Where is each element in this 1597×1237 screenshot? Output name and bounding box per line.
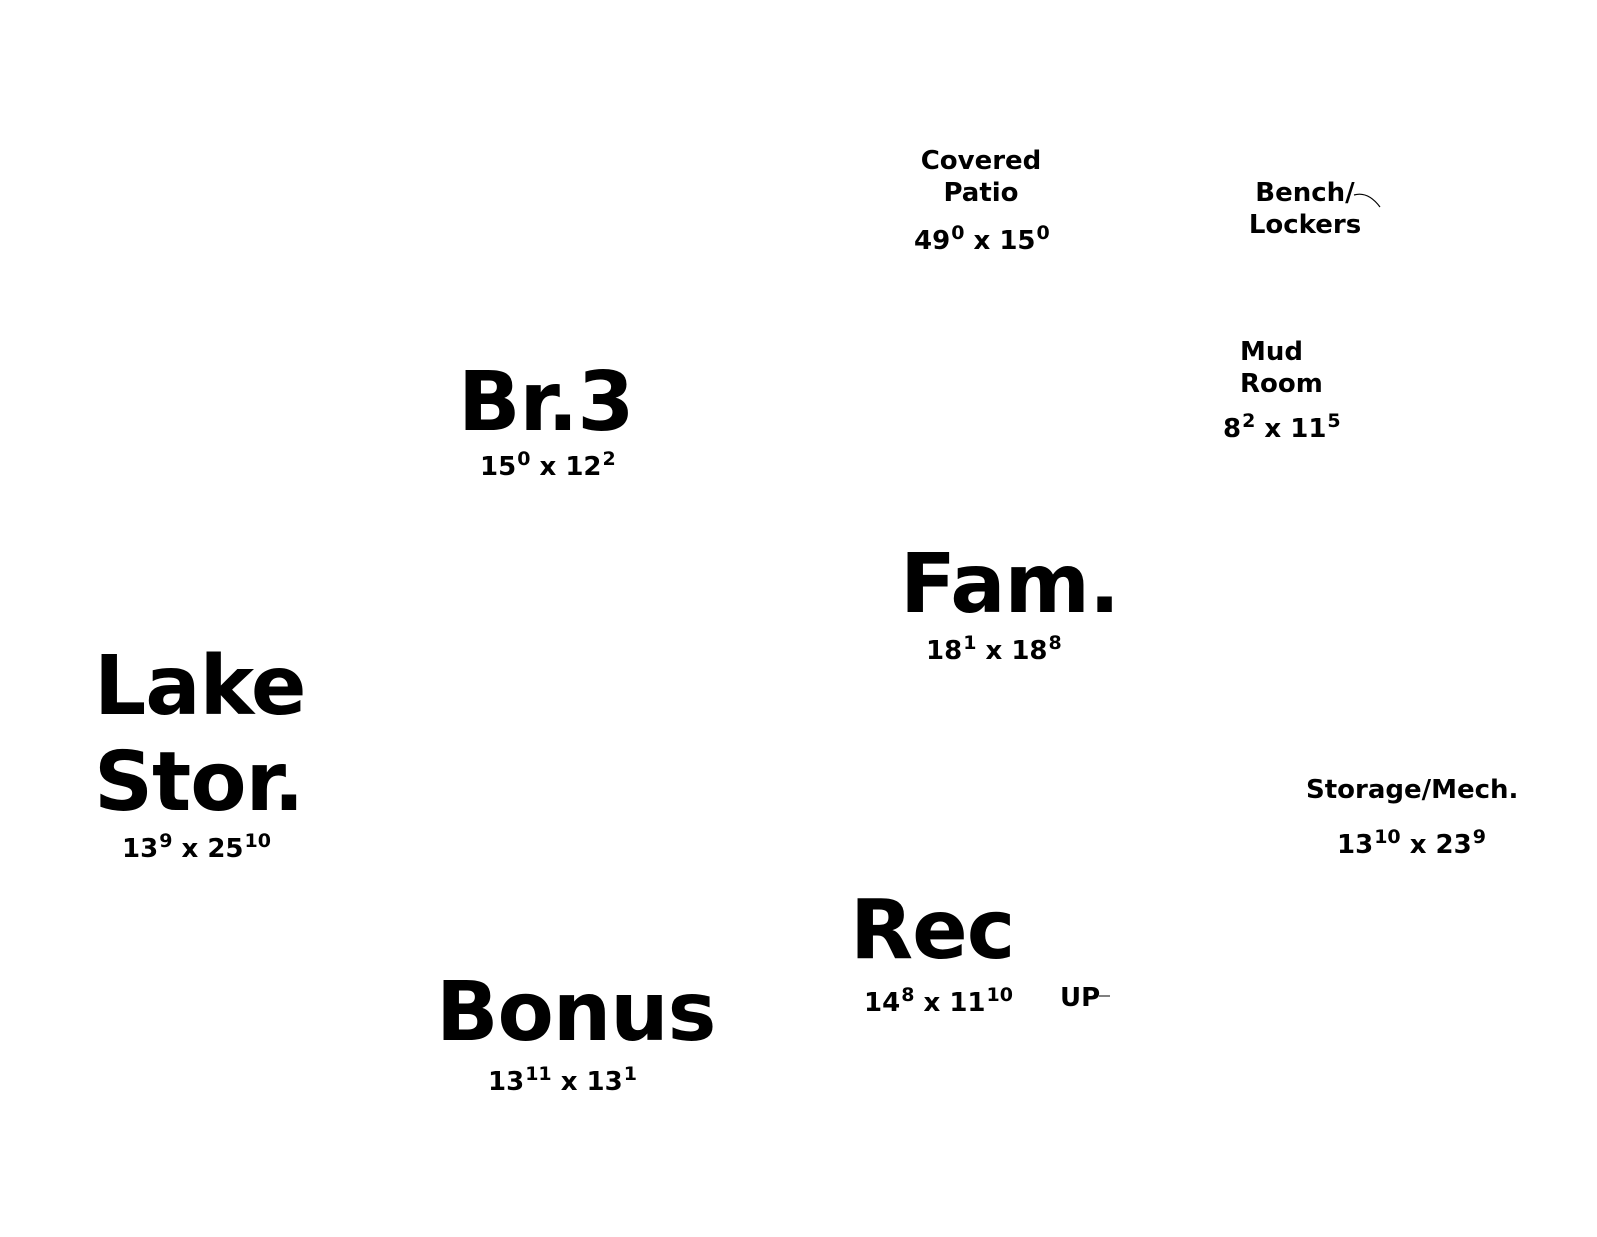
storage-mech-dimensions: 1310 x 239 bbox=[1337, 826, 1486, 860]
mud-room-name-line2: Room bbox=[1240, 369, 1323, 399]
covered-patio-name-line2: Patio bbox=[943, 178, 1019, 208]
br3-label: Br.3 bbox=[458, 355, 634, 450]
bench-lockers-name-line1: Bench/ bbox=[1255, 178, 1355, 208]
leader-line bbox=[1353, 193, 1381, 208]
covered-patio-label: Covered Patio bbox=[916, 148, 1046, 206]
stair-arrow-line bbox=[1099, 995, 1110, 997]
lake-stor-name-line2: Stor. bbox=[94, 735, 304, 830]
rec-label: Rec bbox=[850, 883, 1015, 978]
br3-dimensions: 150 x 122 bbox=[480, 448, 616, 482]
covered-patio-name-line1: Covered bbox=[920, 146, 1042, 176]
lake-stor-dimensions: 139 x 2510 bbox=[122, 830, 271, 864]
fam-dimensions: 181 x 188 bbox=[926, 632, 1062, 666]
stair-up-label: UP bbox=[1060, 983, 1101, 1013]
lake-stor-name-line1: Lake bbox=[94, 639, 307, 734]
rec-dimensions: 148 x 1110 bbox=[864, 984, 1013, 1018]
bench-lockers-name-line2: Lockers bbox=[1248, 210, 1362, 240]
mud-room-dimensions: 82 x 115 bbox=[1223, 410, 1341, 444]
bonus-label: Bonus bbox=[436, 965, 716, 1060]
storage-mech-label: Storage/Mech. bbox=[1306, 775, 1519, 805]
mud-room-name-line1: Mud bbox=[1240, 337, 1303, 367]
covered-patio-dimensions: 490 x 150 bbox=[914, 222, 1050, 256]
bench-lockers-label: Bench/ Lockers bbox=[1244, 180, 1366, 238]
lake-stor-label: Lake Stor. bbox=[94, 639, 307, 830]
bonus-dimensions: 1311 x 131 bbox=[488, 1063, 637, 1097]
mud-room-label: Mud Room bbox=[1240, 339, 1323, 397]
fam-label: Fam. bbox=[900, 537, 1120, 632]
